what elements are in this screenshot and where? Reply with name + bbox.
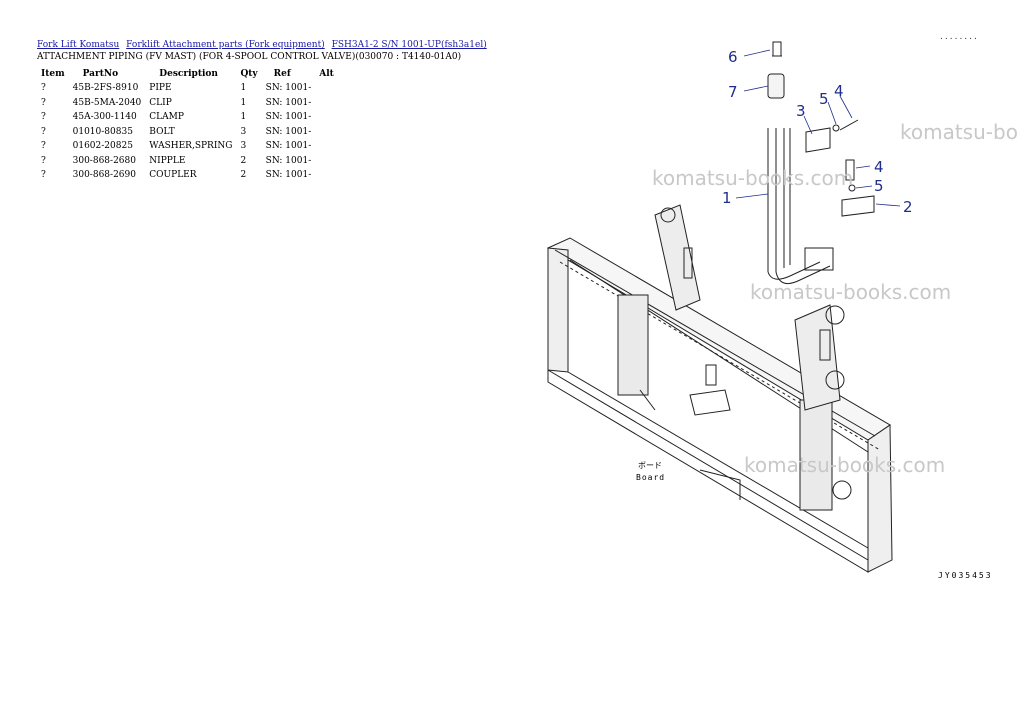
header-partno: PartNo bbox=[82, 68, 119, 79]
cell-partno: 300-868-2690 bbox=[72, 170, 136, 181]
watermark: komatsu-books.com bbox=[744, 453, 946, 477]
cell-partno: 300-868-2680 bbox=[72, 155, 136, 166]
table-row: ? 300-868-2680 NIPPLE 2 SN: 1001- bbox=[37, 154, 338, 169]
cell-alt bbox=[315, 125, 338, 140]
watermark: komatsu-books.com bbox=[652, 166, 854, 190]
cell-qty: 1 bbox=[240, 83, 247, 94]
cell-description: CLIP bbox=[149, 97, 172, 108]
callout-5: 5 bbox=[819, 90, 829, 108]
cell-ref: SN: 1001- bbox=[265, 126, 312, 137]
parts-table: Item PartNo Description Qty Ref Alt ? 45… bbox=[37, 66, 338, 183]
cell-item: ? bbox=[41, 97, 46, 108]
callout-4: 4 bbox=[834, 82, 844, 100]
table-row: ? 45A-300-1140 CLAMP 1 SN: 1001- bbox=[37, 110, 338, 125]
callout-6: 6 bbox=[728, 48, 738, 66]
cell-item: ? bbox=[41, 155, 46, 166]
board-label-jp: ボード bbox=[638, 461, 662, 470]
carriage-frame bbox=[546, 204, 893, 573]
header-alt: Alt bbox=[319, 68, 334, 79]
cell-partno: 01010-80835 bbox=[72, 126, 133, 137]
cell-qty: 2 bbox=[240, 155, 247, 166]
breadcrumb: Fork Lift Komatsu Forklift Attachment pa… bbox=[37, 40, 491, 50]
table-row: ? 45B-2FS-8910 PIPE 1 SN: 1001- bbox=[37, 81, 338, 96]
cell-ref: SN: 1001- bbox=[265, 112, 312, 123]
header-description: Description bbox=[159, 68, 218, 79]
callout-3: 3 bbox=[796, 102, 806, 120]
cell-description: NIPPLE bbox=[149, 155, 186, 166]
cell-alt bbox=[315, 154, 338, 169]
cell-qty: 3 bbox=[240, 126, 247, 137]
cell-qty: 2 bbox=[240, 170, 247, 181]
watermark: komatsu-books.com bbox=[750, 280, 952, 304]
cell-item: ? bbox=[41, 126, 46, 137]
cell-partno: 45B-5MA-2040 bbox=[72, 97, 142, 108]
callout-leaders bbox=[735, 49, 901, 207]
cell-description: BOLT bbox=[149, 126, 175, 137]
board-label: Board bbox=[636, 473, 665, 482]
cell-qty: 1 bbox=[240, 112, 247, 123]
callout-7: 7 bbox=[728, 83, 738, 101]
callout-1: 1 bbox=[722, 189, 732, 207]
hose-assembly bbox=[767, 41, 875, 285]
parts-diagram: 6 7 3 5 4 1 4 5 2 ボード Board bbox=[546, 41, 913, 573]
cell-alt bbox=[315, 139, 338, 154]
cell-qty: 1 bbox=[240, 97, 247, 108]
cell-alt bbox=[315, 168, 338, 183]
cell-partno: 01602-20825 bbox=[72, 141, 133, 152]
table-row: ? 45B-5MA-2040 CLIP 1 SN: 1001- bbox=[37, 96, 338, 111]
header-item: Item bbox=[41, 68, 65, 79]
cell-description: COUPLER bbox=[149, 170, 197, 181]
cell-description: CLAMP bbox=[149, 112, 184, 123]
cell-ref: SN: 1001- bbox=[265, 155, 312, 166]
drawing-code: JY035453 bbox=[938, 571, 993, 580]
cell-qty: 3 bbox=[240, 141, 247, 152]
header-ref: Ref bbox=[273, 68, 291, 79]
cell-description: WASHER,SPRING bbox=[149, 141, 233, 152]
cell-ref: SN: 1001- bbox=[265, 170, 312, 181]
cell-alt bbox=[315, 110, 338, 125]
callout-5b: 5 bbox=[874, 177, 884, 195]
cell-item: ? bbox=[41, 170, 46, 181]
table-header-row: Item PartNo Description Qty Ref Alt bbox=[37, 66, 338, 81]
watermark-partial: komatsu-bo bbox=[900, 120, 1018, 144]
cell-partno: 45A-300-1140 bbox=[72, 112, 137, 123]
table-row: ? 01602-20825 WASHER,SPRING 3 SN: 1001- bbox=[37, 139, 338, 154]
table-row: ? 300-868-2690 COUPLER 2 SN: 1001- bbox=[37, 168, 338, 183]
cell-item: ? bbox=[41, 112, 46, 123]
cell-ref: SN: 1001- bbox=[265, 83, 312, 94]
breadcrumb-link-model[interactable]: FSH3A1-2 S/N 1001-UP(fsh3a1el) bbox=[331, 40, 487, 50]
table-row: ? 01010-80835 BOLT 3 SN: 1001- bbox=[37, 125, 338, 140]
page-subtitle: ATTACHMENT PIPING (FV MAST) (FOR 4-SPOOL… bbox=[37, 52, 462, 62]
header-qty: Qty bbox=[240, 68, 258, 79]
corner-dots: ........ bbox=[940, 32, 979, 42]
cell-alt bbox=[315, 81, 338, 96]
cell-alt bbox=[315, 96, 338, 111]
cell-item: ? bbox=[41, 141, 46, 152]
breadcrumb-link-attachment-parts[interactable]: Forklift Attachment parts (Fork equipmen… bbox=[126, 40, 325, 50]
callout-2: 2 bbox=[903, 198, 913, 216]
cell-description: PIPE bbox=[149, 83, 172, 94]
cell-item: ? bbox=[41, 83, 46, 94]
cell-ref: SN: 1001- bbox=[265, 141, 312, 152]
cell-partno: 45B-2FS-8910 bbox=[72, 83, 139, 94]
cell-ref: SN: 1001- bbox=[265, 97, 312, 108]
callout-4b: 4 bbox=[874, 158, 884, 176]
breadcrumb-link-fork-lift-komatsu[interactable]: Fork Lift Komatsu bbox=[37, 40, 120, 50]
